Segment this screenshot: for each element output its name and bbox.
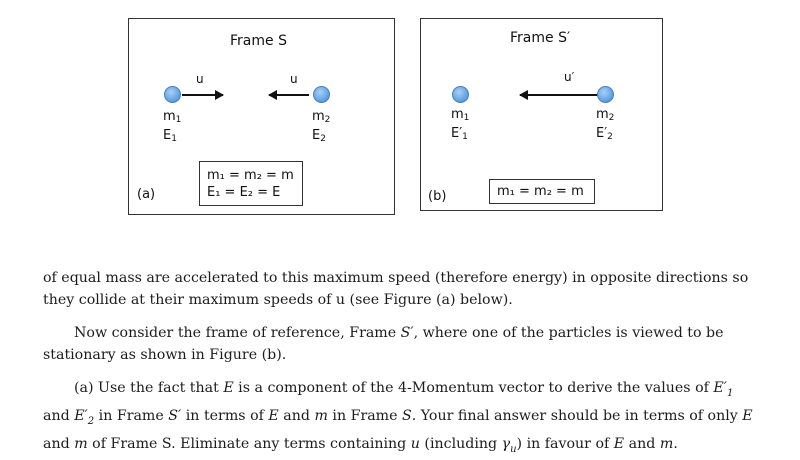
particle-1-energy: E [163,128,172,143]
particle-2-mass-sub-b: 2 [608,113,615,123]
p3-symbol-S-prime: S′ [168,407,182,424]
figure-b-equation-box: m₁ = m₂ = m [489,179,595,204]
p3-n: . [673,435,678,452]
paragraph-3: (a) Use the fact that E is a component o… [43,377,763,460]
figure-a-arrow-left [268,90,309,100]
particle-2-moving [597,86,614,103]
figure-a-label: (a) [137,187,156,202]
particle-1-mass-sub: 1 [175,115,182,125]
p3-symbol-E-3: E [742,407,753,424]
particle-2-energy: E [312,128,321,143]
particle-1-energy-sub: 1 [171,134,177,144]
figure-b-equation-line-1: m₁ = m₂ = m [497,184,584,199]
p3-i: and [43,435,75,452]
p3-symbol-u: u [410,435,420,452]
figure-a-velocity-label-right: u [290,72,298,86]
particle-1-label: m1 E1 [163,109,181,147]
paragraph-2-part-a: Now consider the frame of reference, Fra… [74,325,401,341]
p3-E2-sub: 2 [87,415,95,427]
particle-1 [164,86,181,103]
figure-b-velocity-label: u′ [564,70,575,84]
figure-a-equation-line-1: m₁ = m₂ = m [207,168,294,183]
paragraph-1: of equal mass are accelerated to this ma… [43,270,749,308]
symbol-s-prime: S′ [400,325,414,341]
particle-1-energy-b: E′ [451,126,463,141]
paragraph-2-part-b: , where one of the particles is viewed t… [43,325,724,363]
p3-h: . Your final answer should be in terms o… [411,407,743,424]
figure-b-label: (b) [428,189,447,204]
paragraph-2: Now consider the frame of reference, Fra… [43,322,763,366]
p3-j: of Frame S. Eliminate any terms containi… [87,435,411,452]
figure-a-title: Frame S [230,33,287,49]
figure-b-arrow-left [519,90,598,100]
particle-2-mass: m [312,109,325,124]
particle-2-energy-b: E′ [596,126,608,141]
p3-a: (a) Use the fact that [74,380,224,396]
figure-a-velocity-label-left: u [196,72,204,86]
p3-E1-prime: E′ [713,380,727,396]
figure-a-equation-line-2: E₁ = E₂ = E [207,185,281,200]
p3-gamma: γ [501,435,511,452]
particle-2-mass-b: m [596,107,609,122]
p3-E2-prime: E′ [74,407,88,424]
p3-e: in terms of [181,407,269,424]
figure-b-title: Frame S′ [510,30,571,46]
figure-b-frame-s-prime: Frame S′ u′ m1 E′1 m2 E′2 (b) m₁ = m₂ = … [420,18,663,211]
particle-2-energy-sub: 2 [320,134,326,144]
p3-gamma-sub: u [510,443,517,455]
p3-E1-sub: 1 [726,387,734,399]
p3-symbol-m: m [314,407,328,424]
figure-a-equation-box: m₁ = m₂ = m E₁ = E₂ = E [199,161,303,206]
particle-1-mass-sub-b: 1 [463,113,470,123]
p3-symbol-m-2: m [74,435,88,452]
p3-b: is a component of the 4-Momentum vector … [233,380,714,396]
p3-m: and [624,435,660,452]
particle-2-mass-sub: 2 [324,115,331,125]
particle-1-energy-sub-b: 1 [462,132,468,142]
p3-symbol-E1-prime: E′1 [713,380,734,399]
p3-symbol-E2-prime: E′2 [74,407,95,427]
particle-2-label: m2 E2 [312,109,330,147]
figure-a-arrow-right [182,90,224,100]
p3-symbol-S: S [402,407,412,424]
particle-1-stationary [452,86,469,103]
p3-symbol-E-4: E [613,435,625,452]
p3-c: and [43,407,75,424]
p3-d: in Frame [94,407,169,424]
particle-1-label-b: m1 E′1 [451,107,469,145]
p3-symbol-m-3: m [659,435,674,452]
p3-g: in Frame [327,407,403,424]
particle-1-mass-b: m [451,107,464,122]
p3-symbol-gamma-u: γu [501,435,517,455]
figure-a-frame-s: Frame S u u m1 E1 m2 E2 (a) m₁ = m₂ = m … [128,18,395,215]
p3-k: (including [419,435,502,452]
particle-2 [313,86,330,103]
particle-1-mass: m [163,109,176,124]
particle-2-label-b: m2 E′2 [596,107,614,145]
particle-2-energy-sub-b: 2 [607,132,613,142]
body-text: of equal mass are accelerated to this ma… [43,267,763,460]
p3-f: and [278,407,315,424]
p3-symbol-E-2: E [268,407,279,424]
p3-symbol-E: E [223,380,234,396]
p3-l: ) in favour of [516,435,614,452]
